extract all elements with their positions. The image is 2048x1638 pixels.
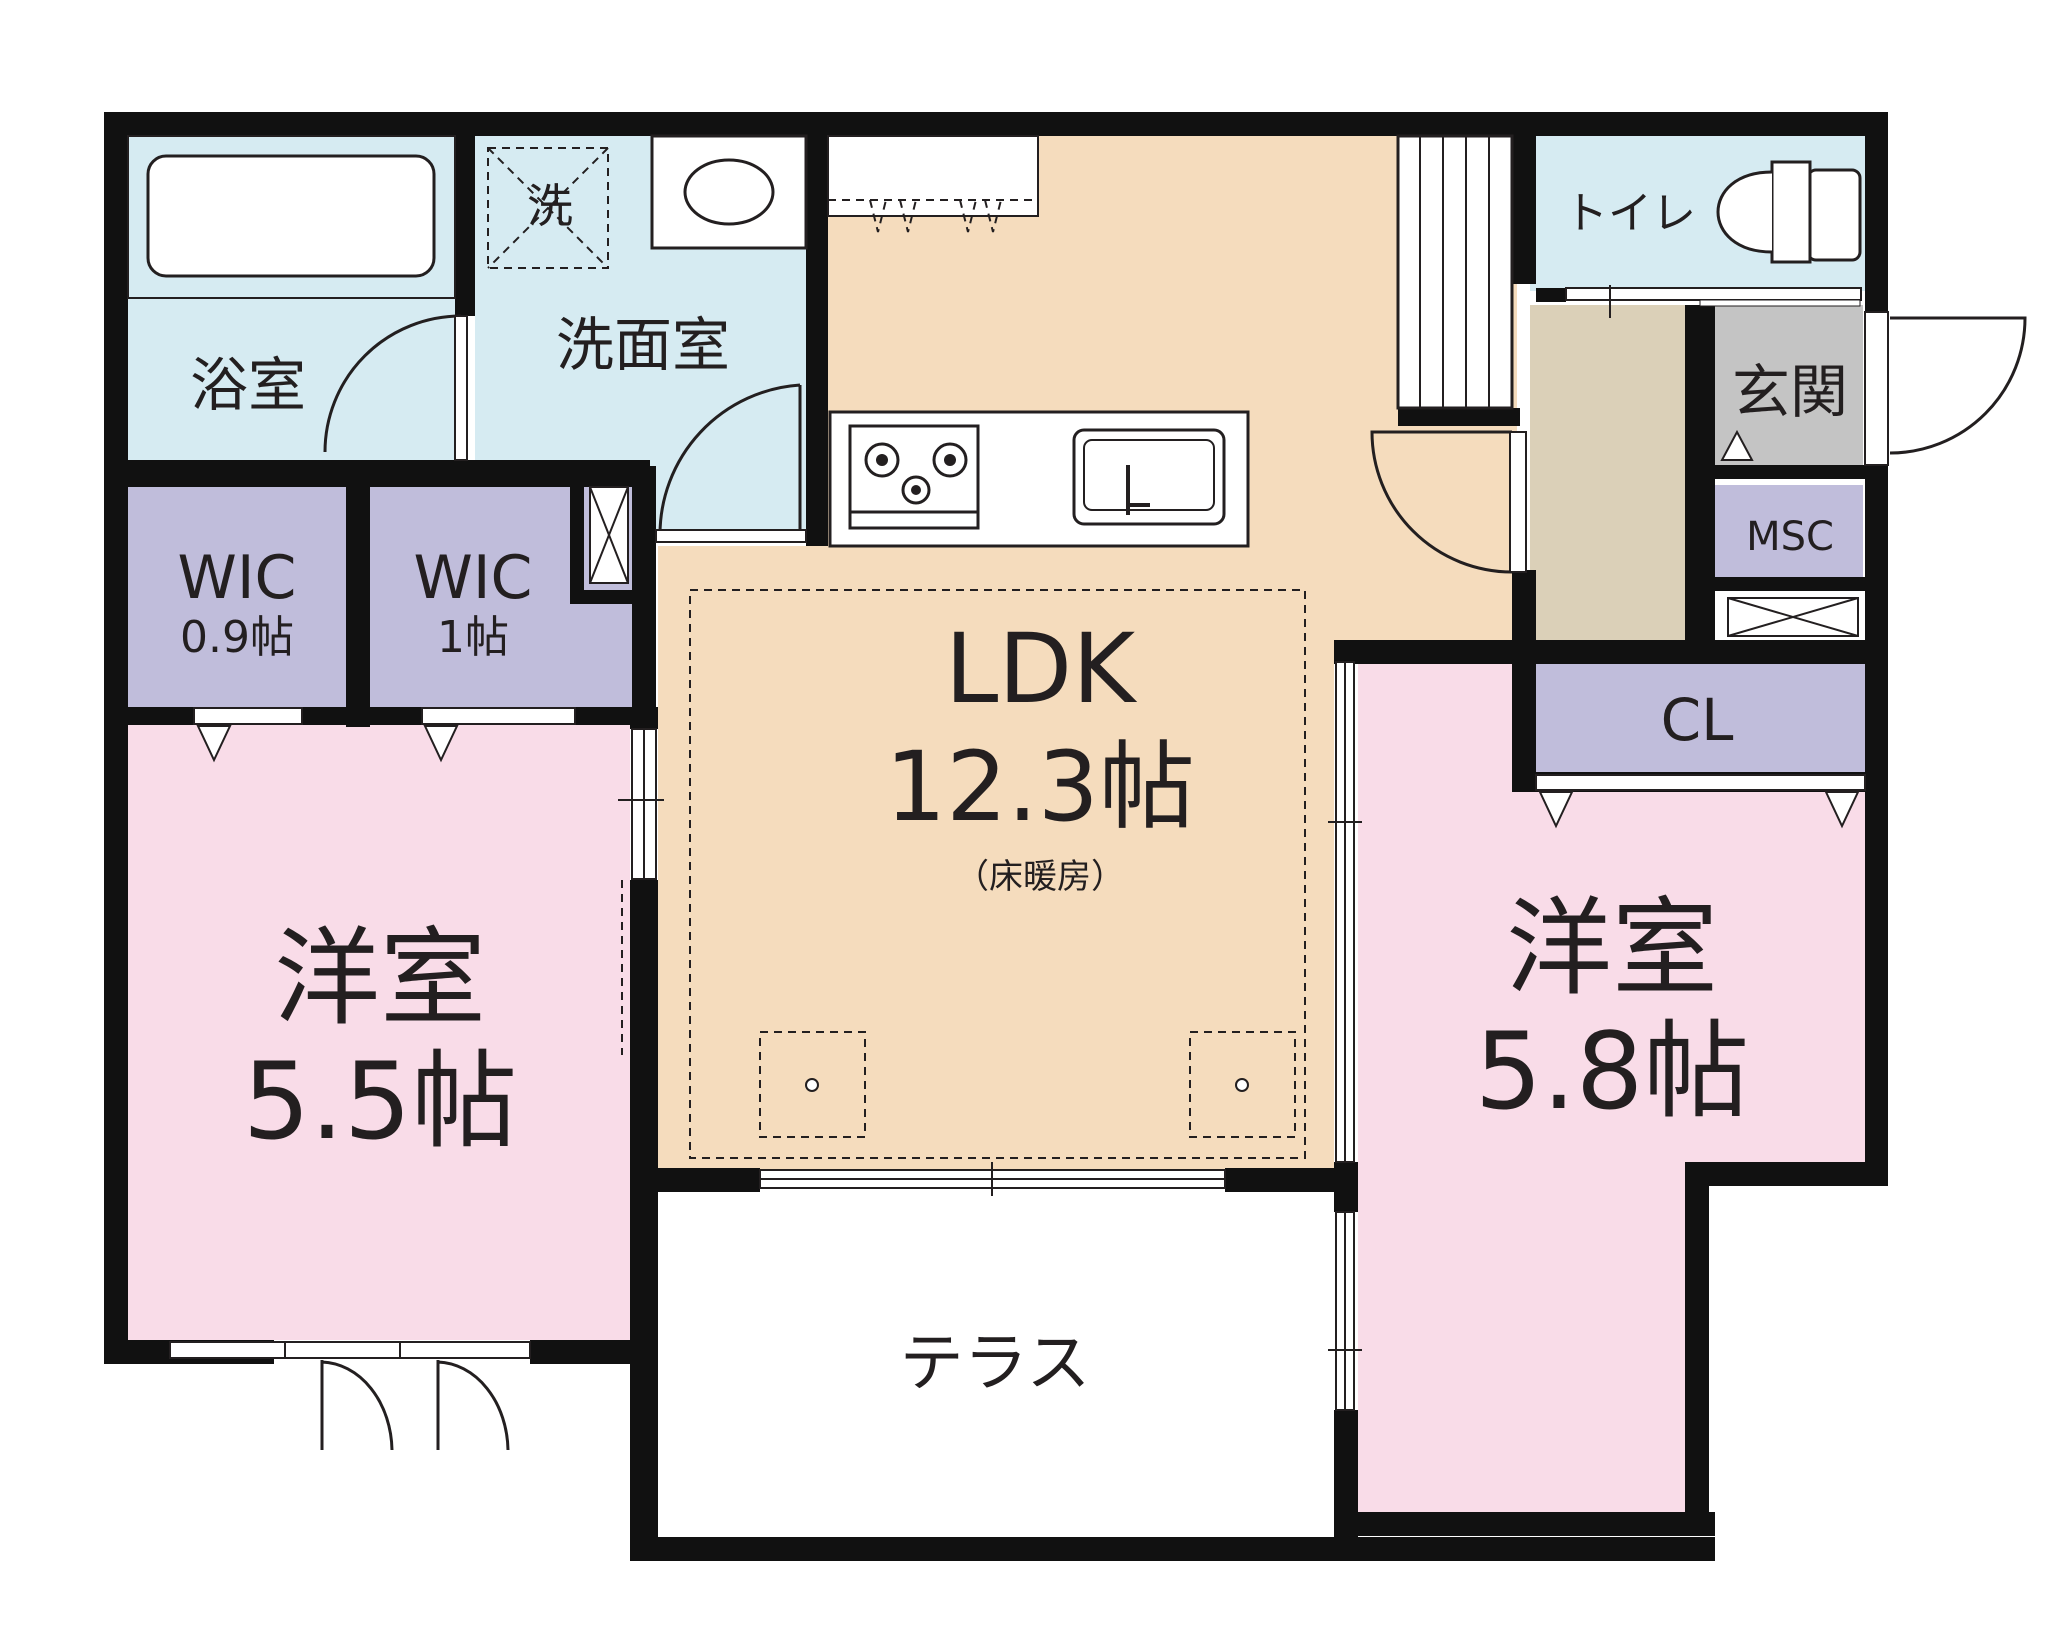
hallway-area xyxy=(1530,305,1685,640)
western-right-area xyxy=(1358,662,1865,1512)
floor-heating-zone xyxy=(689,589,1306,1159)
ldk-area xyxy=(658,546,1334,1176)
closet-label: CL xyxy=(1661,686,1734,754)
wic1-area xyxy=(128,487,346,707)
ldk-label: LDK xyxy=(945,613,1137,725)
terrace-label: テラス xyxy=(900,1327,1091,1401)
doors xyxy=(320,311,2027,1451)
walls xyxy=(104,112,1888,1561)
bathtub-icon xyxy=(146,154,436,278)
toilet-label: トイレ xyxy=(1564,188,1696,239)
bath-label: 浴室 xyxy=(190,351,306,419)
stove-icon xyxy=(848,424,980,530)
msc-area xyxy=(1715,485,1863,577)
openings xyxy=(169,134,1866,1411)
closet-area xyxy=(1530,662,1865,772)
ldk-size: 12.3帖 xyxy=(885,731,1195,843)
wic2-size: 1帖 xyxy=(437,612,509,663)
stairs-icon xyxy=(1396,134,1514,410)
fixtures xyxy=(127,134,1862,1159)
washroom-label: 洗面室 xyxy=(556,311,730,379)
toilet-icon xyxy=(1716,160,1862,264)
washer-box xyxy=(487,147,609,269)
msc-label: MSC xyxy=(1746,514,1834,560)
wic1-size: 0.9帖 xyxy=(180,612,294,663)
door-swing-icon xyxy=(323,314,468,461)
wic1-label: WIC xyxy=(178,543,297,613)
western-left-label: 洋室 xyxy=(274,917,486,1040)
ldk-upper-right xyxy=(1334,546,1516,640)
western-right-size: 5.8帖 xyxy=(1475,1010,1750,1133)
ldk-note: （床暖房） xyxy=(955,857,1125,897)
western-right-label: 洋室 xyxy=(1506,887,1718,1010)
labels: 浴室 洗面室 洗 トイレ 玄関 MSC WIC 0.9帖 WIC 1帖 LDK … xyxy=(178,179,1848,1401)
sink-icon xyxy=(1072,428,1226,526)
entrance-label: 玄関 xyxy=(1732,358,1848,426)
western-left-area xyxy=(128,725,630,1340)
western-left-size: 5.5帖 xyxy=(243,1040,518,1163)
washer-label: 洗 xyxy=(527,179,573,233)
kitchen-upper-cabinet xyxy=(827,135,1039,217)
terrace-area xyxy=(658,1192,1334,1537)
wic2-label: WIC xyxy=(414,543,533,613)
